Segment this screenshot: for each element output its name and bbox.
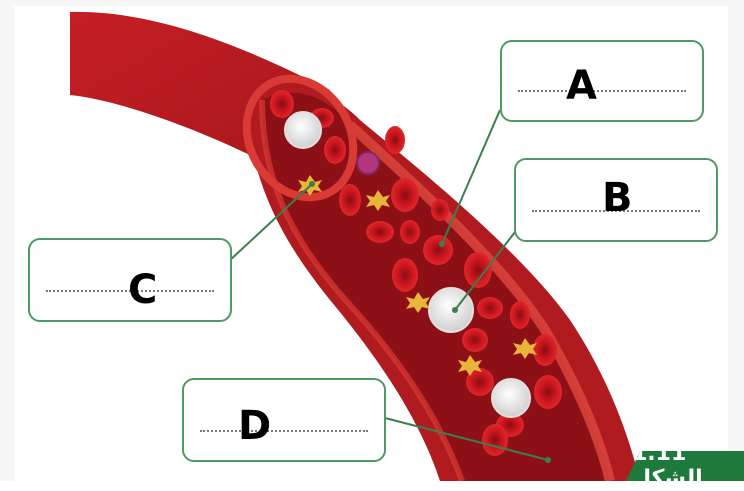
- blank-line-b: [532, 210, 700, 212]
- leader-line-c: [227, 183, 313, 263]
- label-a: A: [566, 63, 597, 109]
- figure-number-badge: 1.11 الشكل: [626, 451, 744, 481]
- leader-lines: [227, 109, 549, 461]
- label-c: C: [128, 267, 158, 313]
- label-box-b[interactable]: B: [514, 158, 718, 242]
- white-blood-cells: [284, 111, 531, 418]
- label-d: D: [238, 403, 272, 449]
- blank-line-a: [518, 90, 686, 92]
- vessel-opening-rim: [242, 74, 358, 202]
- blood-vessel-diagram: [70, 11, 640, 481]
- red-blood-cells: [270, 90, 562, 456]
- blank-line-c: [46, 290, 214, 292]
- label-b: B: [602, 175, 633, 221]
- leader-line-a: [441, 109, 501, 245]
- leader-line-b: [454, 231, 516, 311]
- leader-line-d: [384, 417, 549, 461]
- vessel-inner-wall: [346, 121, 615, 481]
- label-box-c[interactable]: C: [28, 238, 232, 322]
- blank-line-d: [200, 430, 368, 432]
- label-box-a[interactable]: A: [500, 40, 704, 122]
- label-box-d[interactable]: D: [182, 378, 386, 462]
